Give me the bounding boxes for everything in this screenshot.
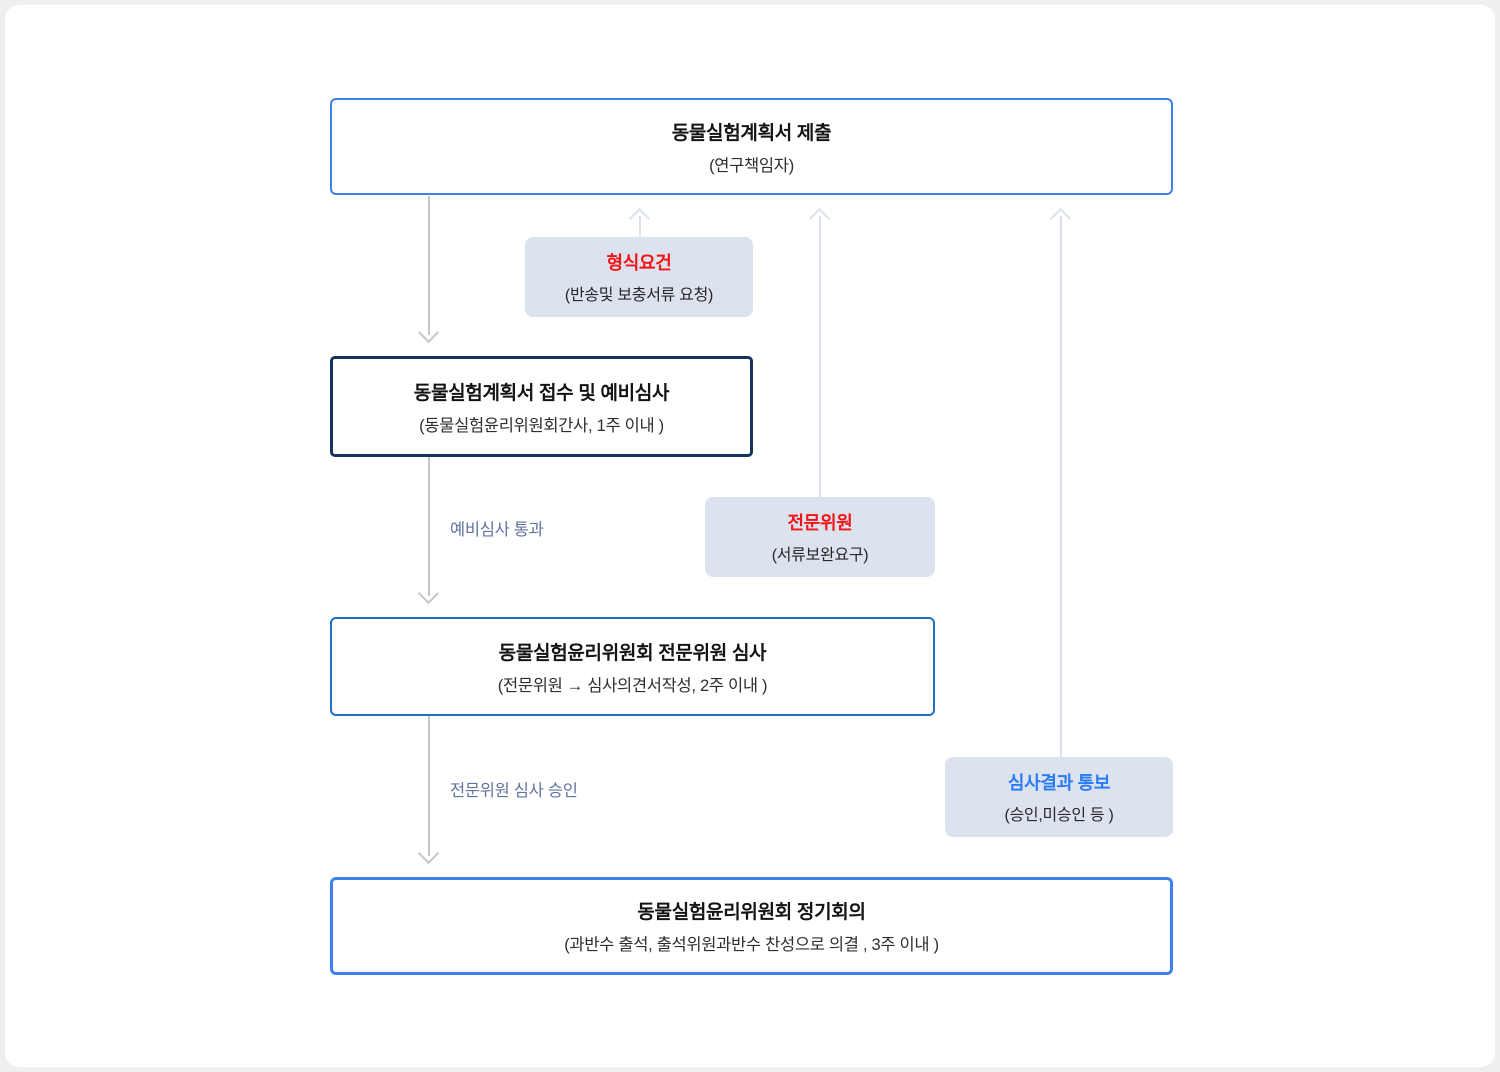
box-submit-title: 동물실험계획서 제출 <box>671 122 832 144</box>
note-expert-subtitle: (서류보완요구) <box>771 547 869 564</box>
box-meeting-title: 동물실험윤리위원회 정기회의 <box>637 902 866 923</box>
note-format-title: 형식요건 <box>606 253 672 273</box>
note-expert-title: 전문위원 <box>787 513 853 533</box>
chevron-up-icon <box>1049 207 1072 230</box>
box-receipt: 동물실험계획서 접수 및 예비심사 (동물실험윤리위원회간사, 1주 이내 ) <box>330 356 753 457</box>
box-meeting: 동물실험윤리위원회 정기회의 (과반수 출석, 출석위원과반수 찬성으로 의결 … <box>330 877 1173 975</box>
box-receipt-title: 동물실험계획서 접수 및 예비심사 <box>413 382 670 404</box>
chevron-down-icon <box>417 582 440 605</box>
box-meeting-subtitle: (과반수 출석, 출석위원과반수 찬성으로 의결 , 3주 이내 ) <box>564 936 939 954</box>
chevron-down-icon <box>417 321 440 344</box>
note-result-title: 심사결과 통보 <box>1007 773 1111 793</box>
arrow-down-review-to-meeting <box>414 716 444 865</box>
box-review-title: 동물실험윤리위원회 전문위원 심사 <box>498 642 767 664</box>
chevron-up-icon <box>628 207 651 230</box>
arrow-up-expert-to-submit <box>805 207 835 497</box>
arrow-line <box>428 457 430 596</box>
note-result-subtitle: (승인,미승인 등 ) <box>1004 807 1114 824</box>
box-submit-subtitle: (연구책임자) <box>709 156 794 175</box>
box-receipt-subtitle: (동물실험윤리위원회간사, 1주 이내 ) <box>419 416 664 435</box>
edge-label-expert-approval: 전문위원 심사 승인 <box>450 782 578 800</box>
note-result-notification: 심사결과 통보 (승인,미승인 등 ) <box>945 757 1173 837</box>
arrow-down-receipt-to-review <box>414 457 444 605</box>
arrow-line <box>428 716 430 856</box>
arrow-up-format-to-submit <box>625 207 655 237</box>
arrow-line <box>1060 216 1062 757</box>
edge-label-preliminary-pass: 예비심사 통과 <box>450 521 544 539</box>
note-expert-committee: 전문위원 (서류보완요구) <box>705 497 935 577</box>
note-format-subtitle: (반송및 보충서류 요청) <box>564 287 714 304</box>
box-review-subtitle: (전문위원 → 심사의견서작성, 2주 이내 ) <box>497 676 768 695</box>
arrow-line <box>639 216 641 237</box>
chevron-up-icon <box>808 207 831 230</box>
flowchart-card: 동물실험계획서 제출 (연구책임자) 동물실험계획서 접수 및 예비심사 (동물… <box>5 5 1495 1067</box>
arrow-line <box>428 196 430 335</box>
arrow-up-result-to-submit <box>1046 207 1076 757</box>
arrow-line <box>819 216 821 497</box>
note-format-requirements: 형식요건 (반송및 보충서류 요청) <box>525 237 753 317</box>
arrow-down-submit-to-receipt <box>414 196 444 344</box>
chevron-down-icon <box>417 842 440 865</box>
box-submit: 동물실험계획서 제출 (연구책임자) <box>330 98 1173 195</box>
box-review: 동물실험윤리위원회 전문위원 심사 (전문위원 → 심사의견서작성, 2주 이내… <box>330 617 935 716</box>
